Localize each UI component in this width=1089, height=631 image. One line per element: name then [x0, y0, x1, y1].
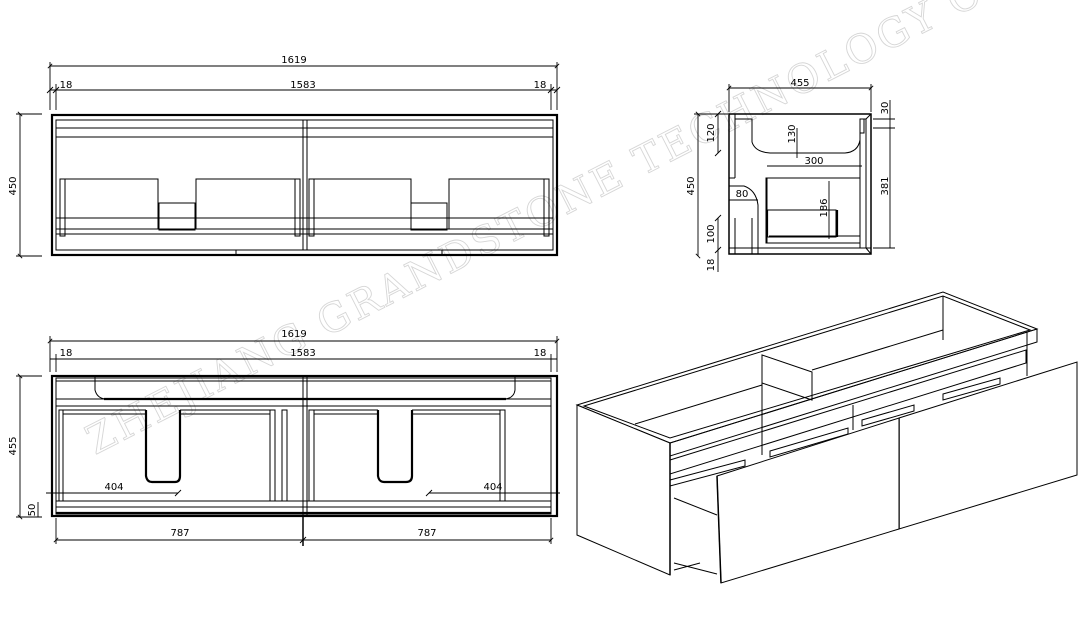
dim-label: 787 [170, 528, 189, 539]
watermark-text: ZHEJIANG GRANDSTONE TECHNOLOGY CO., LTD. [79, 0, 1089, 464]
dim-label: 186 [819, 198, 830, 217]
dim-label: 404 [104, 482, 123, 493]
front-view-bottom: 1619 18 1583 18 455 50 [8, 329, 560, 546]
front-view-top: 1619 18 1583 18 450 [8, 55, 561, 259]
dim-label: 1619 [281, 55, 306, 66]
cabinet-outline [50, 113, 559, 257]
dim-label: 1583 [290, 348, 315, 359]
dim-label: 404 [483, 482, 502, 493]
dim-label: 130 [787, 124, 798, 143]
dim-label: 18 [534, 80, 547, 91]
dim-label: 381 [880, 176, 891, 195]
dim-label: 455 [8, 436, 19, 455]
dim-label: 120 [706, 123, 717, 142]
dim-height-top: 450 [8, 111, 42, 259]
dim-inner-width-top: 18 1583 18 [46, 80, 561, 110]
dim-label: 18 [60, 80, 73, 91]
side-view: 455 450 120 100 18 [686, 78, 895, 272]
dim-label: 1583 [290, 80, 315, 91]
dim-label: 787 [417, 528, 436, 539]
isometric-view [575, 291, 1078, 584]
dim-label: 18 [60, 348, 73, 359]
dim-label: 50 [27, 504, 38, 517]
dim-label: 1619 [281, 329, 306, 340]
dim-label: 80 [736, 189, 749, 200]
dim-label: 455 [790, 78, 809, 89]
dim-label: 18 [534, 348, 547, 359]
dim-label: 450 [8, 176, 19, 195]
dim-overall-width-top: 1619 [47, 55, 560, 110]
dim-label: 100 [706, 224, 717, 243]
side-outline [728, 113, 872, 255]
dim-label: 30 [880, 102, 891, 115]
plan-outline [50, 374, 559, 518]
dim-label: 300 [804, 156, 823, 167]
dim-label: 450 [686, 176, 697, 195]
dim-label: 18 [706, 259, 717, 272]
watermark: ZHEJIANG GRANDSTONE TECHNOLOGY CO., LTD. [78, 0, 1089, 464]
